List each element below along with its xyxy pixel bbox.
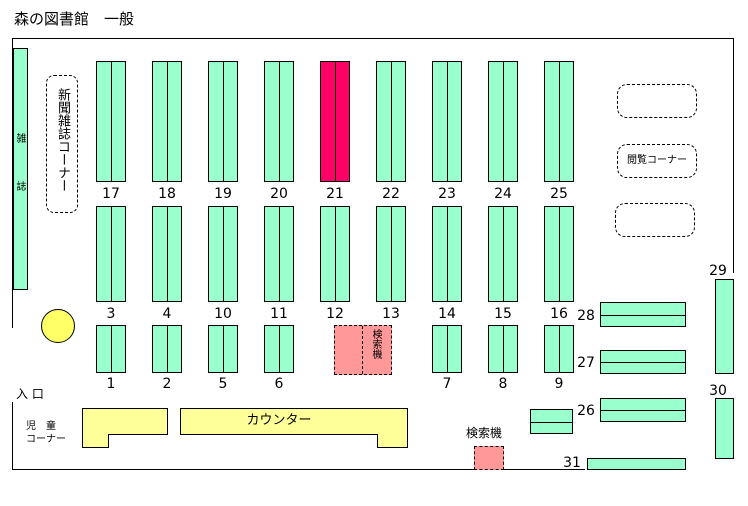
shelf-number: 20 <box>270 186 288 202</box>
shelf-number: 21 <box>326 186 344 202</box>
counter-label: カウンター <box>246 413 312 428</box>
wall-left-lower <box>12 402 13 470</box>
shelf-31[interactable] <box>587 458 686 470</box>
shelf-number: 30 <box>709 383 727 399</box>
shelf-10[interactable] <box>208 206 238 302</box>
shelf-number: 23 <box>438 186 456 202</box>
shelf-number: 24 <box>494 186 512 202</box>
shelf-11[interactable] <box>264 206 294 302</box>
shelf-number: 1 <box>106 376 116 392</box>
shelf-18[interactable] <box>152 61 182 182</box>
reading-table-1 <box>617 84 697 118</box>
shelf-20[interactable] <box>264 61 294 182</box>
shelf-5[interactable] <box>208 325 238 373</box>
search-machine-label: 検索機 <box>370 329 381 359</box>
shelf-24[interactable] <box>488 61 518 182</box>
shelf-number: 17 <box>102 186 120 202</box>
shelf-22[interactable] <box>376 61 406 182</box>
shelf-12[interactable] <box>320 206 350 302</box>
shelf-6[interactable] <box>264 325 294 373</box>
magazine-rack[interactable]: 雑誌 <box>13 48 28 290</box>
wall-top <box>12 38 734 39</box>
wall-left-upper <box>12 38 13 328</box>
map-title: 森の図書館 一般 <box>14 10 135 28</box>
shelf-number: 6 <box>274 376 284 392</box>
shelf-4[interactable] <box>152 206 182 302</box>
shelf-number: 4 <box>162 306 172 322</box>
shelf-number: 29 <box>709 263 727 279</box>
children-corner-label-2: コーナー <box>26 434 66 445</box>
entrance-label: 入 口 <box>16 387 44 401</box>
shelf-number: 19 <box>214 186 232 202</box>
shelf-number: 14 <box>438 306 456 322</box>
shelf-13[interactable] <box>376 206 406 302</box>
shelf-30[interactable] <box>715 398 734 459</box>
shelf-14[interactable] <box>432 206 462 302</box>
shelf-15[interactable] <box>488 206 518 302</box>
shelf-19[interactable] <box>208 61 238 182</box>
children-corner-label-1: 児 童 <box>26 421 56 432</box>
shelf-number: 22 <box>382 186 400 202</box>
shelf-3[interactable] <box>96 206 126 302</box>
newspaper-corner-label: 新聞雑誌コーナー <box>55 88 70 192</box>
shelf-number: 10 <box>214 306 232 322</box>
wall-right-upper <box>733 38 734 273</box>
shelf-21[interactable] <box>320 61 350 182</box>
shelf-8[interactable] <box>488 325 518 373</box>
shelf-number: 15 <box>494 306 512 322</box>
shelf-23[interactable] <box>432 61 462 182</box>
shelf-number: 27 <box>577 355 595 371</box>
search-machine-shelf-area[interactable]: 検索機 <box>334 325 392 375</box>
shelf-27[interactable] <box>600 350 686 374</box>
search-machine-divider <box>362 326 363 374</box>
shelf-number: 9 <box>554 376 564 392</box>
shelf-number: 16 <box>550 306 568 322</box>
shelf-number: 18 <box>158 186 176 202</box>
shelf-number: 3 <box>106 306 116 322</box>
reading-corner[interactable]: 閲覧コーナー <box>617 144 697 178</box>
reading-corner-label: 閲覧コーナー <box>627 155 687 166</box>
shelf-29[interactable] <box>715 279 734 374</box>
main-counter[interactable] <box>180 408 408 448</box>
shelf-7[interactable] <box>432 325 462 373</box>
search-machine-caption: 検索機 <box>466 426 503 440</box>
shelf-26[interactable] <box>600 398 686 422</box>
shelf-9[interactable] <box>544 325 574 373</box>
wall-bottom <box>12 469 585 470</box>
newspaper-magazine-corner[interactable]: 新聞雑誌コーナー <box>46 75 78 213</box>
shelf-number: 26 <box>577 403 595 419</box>
shelf-2[interactable] <box>152 325 182 373</box>
shelf-number: 7 <box>442 376 452 392</box>
shelf-25[interactable] <box>544 61 574 182</box>
shelf-17[interactable] <box>96 61 126 182</box>
reading-table-2 <box>615 203 695 237</box>
search-machine[interactable] <box>474 446 504 470</box>
shelf-number: 2 <box>162 376 172 392</box>
shelf-number: 31 <box>563 455 581 471</box>
shelf-number: 11 <box>270 306 288 322</box>
shelf-1[interactable] <box>96 325 126 373</box>
shelf-number: 8 <box>498 376 508 392</box>
pillar <box>41 309 75 343</box>
shelf-28[interactable] <box>600 302 686 327</box>
shelf-small[interactable] <box>530 409 573 434</box>
magazine-rack-label: 雑誌 <box>14 133 25 229</box>
shelf-number: 5 <box>218 376 228 392</box>
shelf-number: 25 <box>550 186 568 202</box>
shelf-number: 12 <box>326 306 344 322</box>
shelf-16[interactable] <box>544 206 574 302</box>
shelf-number: 13 <box>382 306 400 322</box>
shelf-number: 28 <box>577 308 595 324</box>
left-counter <box>82 408 168 448</box>
